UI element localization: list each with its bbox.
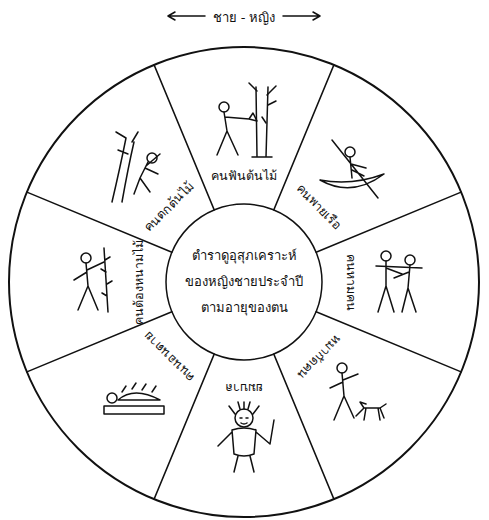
wheel-wedge: คนนอนตาย [139, 327, 199, 387]
wedge-label: คนหามคน [340, 254, 360, 311]
chopping-figure [217, 83, 276, 157]
dog-figure [330, 363, 386, 420]
falling-figure [112, 132, 160, 202]
wedge-label: คนฟันต้นไม้ [211, 166, 277, 186]
wedge-label: คนพายเรือ [291, 179, 346, 234]
outer-circle [9, 47, 479, 517]
wedge-label: คนนอนตาย [139, 327, 199, 387]
wheel-wedge: คนฟันต้นไม้ [211, 166, 277, 186]
gender-label: ชาย - หญิง [213, 7, 276, 28]
wedge-label: ยมบาล [225, 378, 263, 398]
wedge-dividers [27, 65, 461, 499]
wedge-label: คนตกต้นไม้ [139, 177, 198, 236]
center-title: ตำราดูอุสุภเคราะห์ ของหญิงชายประจำปี ตาม… [178, 243, 310, 321]
carrying-figure [376, 251, 422, 312]
wedge-label: หมากัดคน [292, 330, 346, 384]
wheel-wedge: คนพายเรือ [291, 179, 346, 234]
inner-circle [166, 204, 322, 360]
lying-figure [104, 383, 164, 414]
wheel-wedge: ยมบาล [225, 378, 263, 398]
center-circle: ตำราดูอุสุภเคราะห์ ของหญิงชายประจำปี ตาม… [178, 243, 310, 321]
thorn-figure [74, 248, 112, 312]
wheel-wedge: คนต้องหนามไม้ [128, 240, 148, 325]
wheel-wedge: คนตกต้นไม้ [139, 177, 198, 236]
wheel-wedge: หมากัดคน [292, 330, 346, 384]
demon-figure [218, 402, 274, 472]
wheel-wedge: คนหามคน [340, 254, 360, 311]
rowing-figure [320, 140, 384, 198]
wedge-label: คนต้องหนามไม้ [128, 240, 148, 325]
